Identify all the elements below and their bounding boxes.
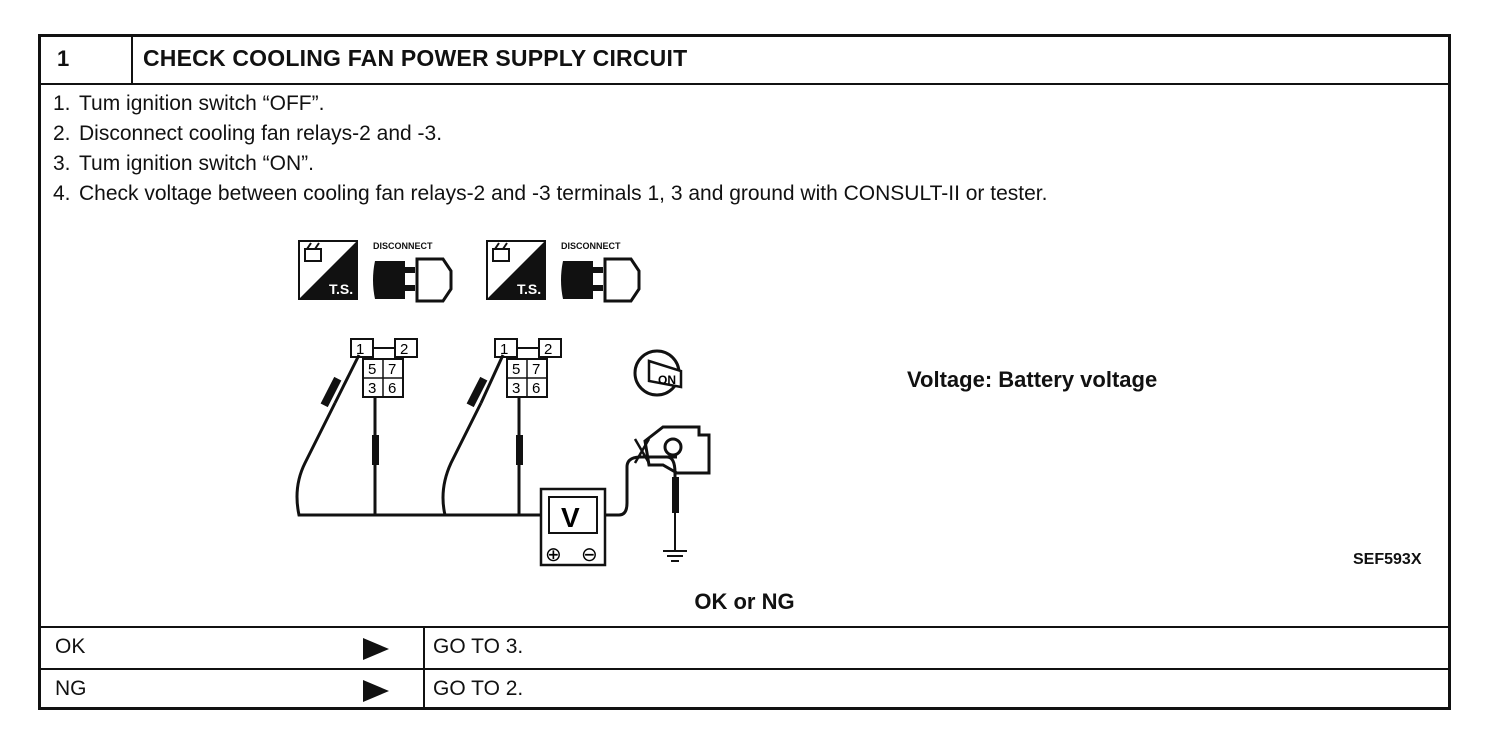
terminal-label: 3 bbox=[512, 380, 520, 397]
voltage-spec: Voltage: Battery voltage bbox=[907, 367, 1158, 392]
terminal-label: 6 bbox=[388, 380, 396, 397]
result-condition: OK bbox=[55, 635, 86, 658]
procedure-step: 4. Check voltage between cooling fan rela… bbox=[53, 179, 1047, 209]
ts-icon-1: T.S. bbox=[298, 240, 358, 300]
column-divider bbox=[423, 670, 425, 707]
engine-icon bbox=[633, 425, 711, 475]
ts-label: T.S. bbox=[329, 281, 353, 297]
figure-code: SEF593X bbox=[1353, 551, 1422, 568]
probe-leads bbox=[295, 354, 677, 517]
result-action: GO TO 2. bbox=[433, 677, 524, 700]
plus-terminal: ⊕ bbox=[545, 544, 562, 566]
step-text: Tum ignition switch “OFF”. bbox=[79, 92, 325, 115]
voltmeter-icon: V ⊕ ⊖ bbox=[539, 487, 607, 567]
disconnect-icon-1: DISCONNECT bbox=[373, 241, 453, 303]
disconnect-label: DISCONNECT bbox=[561, 241, 621, 251]
step-title: CHECK COOLING FAN POWER SUPPLY CIRCUIT bbox=[143, 45, 688, 71]
terminal-label: 2 bbox=[544, 341, 552, 358]
ignition-on-icon: ON bbox=[633, 349, 683, 397]
terminal-label: 1 bbox=[500, 341, 508, 358]
step-index: 1. bbox=[53, 92, 71, 115]
arrow-right-icon bbox=[363, 680, 389, 702]
procedure-step: 1. Tum ignition switch “OFF”. bbox=[53, 89, 1047, 119]
step-index: 2. bbox=[53, 122, 71, 145]
terminal-label: 5 bbox=[368, 361, 376, 378]
column-divider bbox=[423, 628, 425, 668]
procedure-step: 3. Tum ignition switch “ON”. bbox=[53, 149, 1047, 179]
step-text: Check voltage between cooling fan relays… bbox=[79, 182, 1048, 205]
result-action: GO TO 3. bbox=[433, 635, 524, 658]
result-row-ng: NG GO TO 2. bbox=[41, 668, 1448, 707]
result-row-ok: OK GO TO 3. bbox=[41, 626, 1448, 668]
step-text: Tum ignition switch “ON”. bbox=[79, 152, 314, 175]
relay-connector-1: 1 2 5 7 3 6 bbox=[350, 338, 418, 398]
probe-tips bbox=[320, 376, 679, 513]
step-header: 1 CHECK COOLING FAN POWER SUPPLY CIRCUIT bbox=[41, 37, 1448, 85]
disconnect-label: DISCONNECT bbox=[373, 241, 433, 251]
ground-icon bbox=[663, 513, 687, 562]
result-condition: NG bbox=[55, 677, 87, 700]
step-index: 3. bbox=[53, 152, 71, 175]
ts-icon-2: T.S. bbox=[486, 240, 546, 300]
wiring-diagram: T.S. DISCONNECT T.S. DISCONNECT bbox=[295, 240, 711, 567]
step-number: 1 bbox=[41, 37, 133, 83]
terminal-label: 1 bbox=[356, 341, 364, 358]
procedure-step: 2. Disconnect cooling fan relays-2 and -3… bbox=[53, 119, 1047, 149]
relay-connector-2: 1 2 5 7 3 6 bbox=[494, 338, 562, 398]
disconnect-icon-2: DISCONNECT bbox=[561, 241, 641, 303]
procedure-frame: 1 CHECK COOLING FAN POWER SUPPLY CIRCUIT… bbox=[38, 34, 1451, 710]
ignition-label: ON bbox=[658, 373, 676, 387]
step-index: 4. bbox=[53, 182, 71, 205]
terminal-label: 2 bbox=[400, 341, 408, 358]
arrow-right-icon bbox=[363, 638, 389, 660]
result-heading: OK or NG bbox=[694, 589, 795, 614]
step-text: Disconnect cooling fan relays-2 and -3. bbox=[79, 122, 443, 145]
minus-terminal: ⊖ bbox=[581, 544, 598, 566]
ts-label: T.S. bbox=[517, 281, 541, 297]
terminal-label: 7 bbox=[388, 361, 396, 378]
procedure-steps: 1. Tum ignition switch “OFF”. 2. Disconnec… bbox=[53, 89, 1047, 209]
terminal-label: 7 bbox=[532, 361, 540, 378]
terminal-label: 3 bbox=[368, 380, 376, 397]
terminal-label: 6 bbox=[532, 380, 540, 397]
meter-label: V bbox=[561, 502, 580, 533]
terminal-label: 5 bbox=[512, 361, 520, 378]
